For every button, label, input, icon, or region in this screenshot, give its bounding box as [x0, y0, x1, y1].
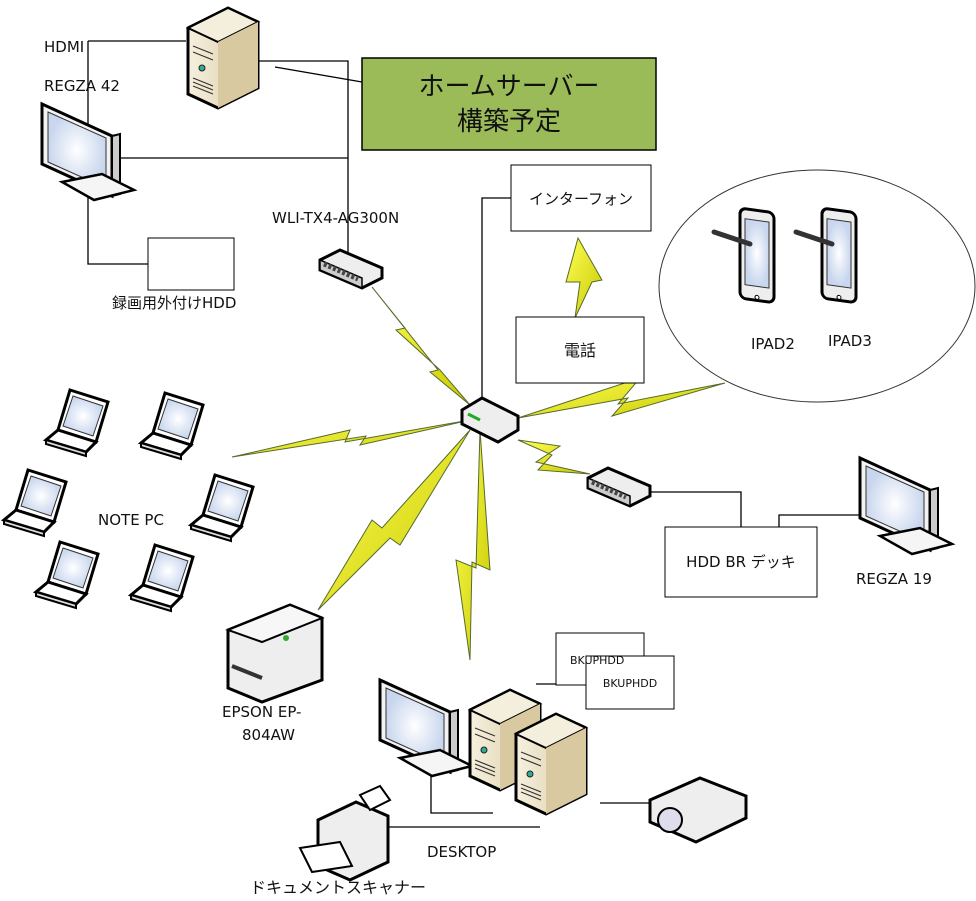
label-epson-1: EPSON EP- — [222, 703, 301, 721]
wireless-links — [231, 236, 726, 661]
label-hddbr: HDD BR デッキ — [686, 553, 796, 571]
ipad-group-ellipse — [658, 169, 976, 403]
laptop-icon — [34, 540, 100, 610]
switch-hddbr-icon — [588, 468, 650, 506]
label-note-pc: NOTE PC — [98, 511, 164, 529]
wire-ext-hdd — [87, 41, 148, 265]
label-hdmi: HDMI — [44, 38, 84, 56]
wire-title — [274, 66, 363, 83]
label-scanner: ドキュメントスキャナー — [250, 878, 426, 897]
home-server-plan-box — [361, 57, 657, 151]
laptop-icon — [189, 473, 255, 543]
label-desktop: DESKTOP — [427, 843, 496, 861]
laptop-icon — [139, 391, 205, 461]
ipad3-icon — [796, 208, 856, 303]
laptop-icon — [2, 468, 68, 538]
laptop-icon — [129, 543, 195, 613]
ipad2-icon — [714, 208, 774, 303]
wire-hddbr — [610, 491, 742, 527]
bolt-hddbr — [517, 439, 591, 475]
bolt-ipad — [517, 376, 726, 419]
label-interphone: インターフォン — [529, 190, 633, 208]
printer-icon — [225, 603, 325, 704]
tv-regza19-icon — [858, 456, 954, 556]
label-ext-hdd: 録画用外付けHDD — [112, 294, 236, 312]
hddbr-box — [664, 526, 818, 598]
label-epson-2: 804AW — [242, 726, 295, 744]
switch-wli-icon — [320, 250, 382, 288]
server-icon — [186, 6, 260, 110]
bkuphdd-box-2 — [585, 655, 675, 710]
label-phone: 電話 — [564, 341, 596, 360]
desktop-tower-2-icon — [514, 712, 588, 816]
label-regza19: REGZA 19 — [856, 570, 932, 588]
bolt-notepc — [231, 419, 471, 458]
wire-monitor — [430, 770, 493, 814]
projector-icon — [648, 776, 748, 844]
bolt-switch — [371, 286, 471, 406]
label-ipad2: IPAD2 — [751, 335, 795, 353]
bolt-phone — [565, 236, 603, 319]
desktop-monitor-icon — [378, 678, 474, 778]
bolt-desktop — [455, 429, 491, 661]
title-line2: 構築予定 — [457, 107, 561, 137]
title-line1: ホームサーバー — [419, 72, 600, 102]
label-wli: WLI-TX4-AG300N — [272, 209, 399, 227]
wire-interphone — [481, 197, 512, 398]
wires — [87, 40, 906, 828]
phone-box — [515, 316, 645, 384]
bolt-printer — [317, 429, 471, 611]
label-bkuphdd-1: BKUPHDD — [570, 654, 624, 667]
scanner-icon — [298, 784, 392, 882]
label-regza42: REGZA 42 — [44, 77, 120, 95]
laptop-icon — [44, 388, 110, 458]
interphone-box — [510, 164, 652, 232]
ext-hdd-box — [147, 237, 235, 291]
label-bkuphdd-2: BKUPHDD — [603, 677, 657, 690]
router-icon — [460, 396, 520, 444]
label-ipad3: IPAD3 — [828, 332, 872, 350]
wire-server-switch — [232, 60, 349, 260]
